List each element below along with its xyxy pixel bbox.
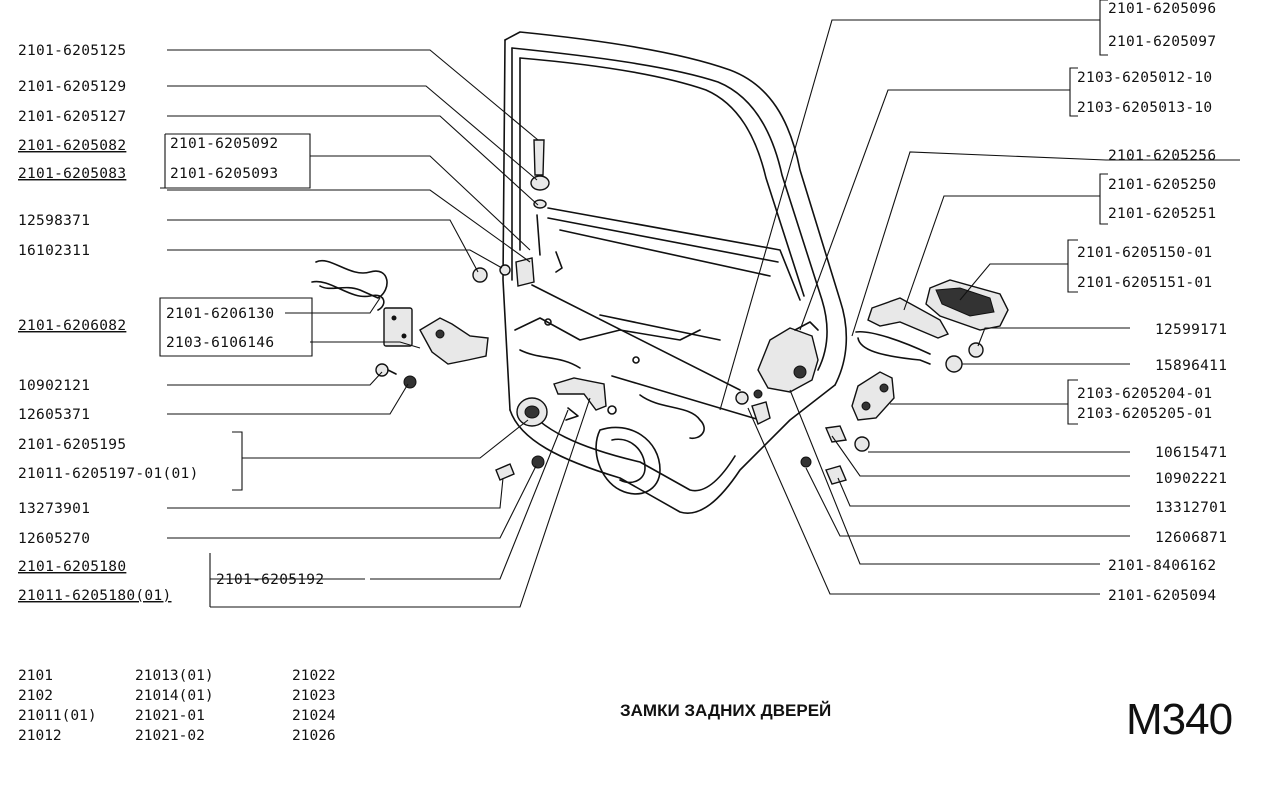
part-number: 2101-6205092 xyxy=(170,136,278,152)
part-number: 13273901 xyxy=(18,501,90,517)
model-item: 2101 xyxy=(18,668,53,684)
part-number: 2103-6205204-01 xyxy=(1077,386,1212,402)
part-number: 2103-6205205-01 xyxy=(1077,406,1212,422)
model-item: 21023 xyxy=(292,688,336,704)
part-number: 2101-6205097 xyxy=(1108,34,1216,50)
inner-lock xyxy=(375,307,489,389)
part-number: 10615471 xyxy=(1155,445,1227,461)
striker-plate xyxy=(851,371,895,421)
model-item: 21011(01) xyxy=(18,708,97,724)
striker-bolts xyxy=(800,425,870,485)
part-number: 12598371 xyxy=(18,213,90,229)
model-item: 21026 xyxy=(292,728,336,744)
handle-lever xyxy=(855,330,931,365)
part-number: 2101-8406162 xyxy=(1108,558,1216,574)
model-item: 21024 xyxy=(292,708,336,724)
part-number: 2101-6205150-01 xyxy=(1077,245,1212,261)
model-item: 21021-02 xyxy=(135,728,205,744)
part-number: 10902121 xyxy=(18,378,90,394)
part-number: 12605371 xyxy=(18,407,90,423)
part-number: 2101-6205256 xyxy=(1108,148,1216,164)
diagram-code: М340 xyxy=(1126,695,1232,744)
part-number: 2101-6205094 xyxy=(1108,588,1216,604)
model-item: 21012 xyxy=(18,728,62,744)
part-number: 2103-6106146 xyxy=(166,335,274,351)
model-list: 2101 2102 21011(01) 21012 21013(01) 2101… xyxy=(18,668,336,744)
part-number: 16102311 xyxy=(18,243,90,259)
part-number: 2101-6205195 xyxy=(18,437,126,453)
model-item: 2102 xyxy=(18,688,53,704)
part-number: 2101-6205125 xyxy=(18,43,126,59)
model-item: 21021-01 xyxy=(135,708,205,724)
diagram-title: ЗАМКИ ЗАДНИХ ДВЕРЕЙ xyxy=(620,701,831,720)
part-number: 15896411 xyxy=(1155,358,1227,374)
part-number: 2101-6205151-01 xyxy=(1077,275,1212,291)
model-item: 21014(01) xyxy=(135,688,214,704)
part-number: 2101-6206082 xyxy=(18,318,126,334)
part-number: 2101-6205180 xyxy=(18,559,126,575)
door-button-rod xyxy=(530,139,563,273)
part-number: 21011-6205197-01(01) xyxy=(18,466,199,482)
part-number: 2103-6205012-10 xyxy=(1077,70,1212,86)
model-item: 21022 xyxy=(292,668,336,684)
part-number: 2101-6205083 xyxy=(18,166,126,182)
part-number: 2101-6205251 xyxy=(1108,206,1216,222)
part-number: 2101-6205192 xyxy=(216,572,324,588)
part-number: 2101-6205250 xyxy=(1108,177,1216,193)
part-number: 2101-6205127 xyxy=(18,109,126,125)
part-number: 2101-6205129 xyxy=(18,79,126,95)
rod-guide xyxy=(472,257,741,391)
outer-handle xyxy=(925,279,1009,331)
outer-lock-assembly xyxy=(735,321,819,425)
part-number: 12605270 xyxy=(18,531,90,547)
part-number: 2101-6205093 xyxy=(170,166,278,182)
right-part-labels: 2101-6205096 2101-6205097 2103-6205012-1… xyxy=(1077,1,1227,604)
part-number: 2103-6205013-10 xyxy=(1077,100,1212,116)
part-number: 12606871 xyxy=(1155,530,1227,546)
part-number: 2101-6206130 xyxy=(166,306,274,322)
handle-nuts xyxy=(945,342,984,373)
lock-rod-spring xyxy=(311,259,388,311)
model-item: 21013(01) xyxy=(135,668,214,684)
inner-handle xyxy=(495,375,761,481)
part-number: 12599171 xyxy=(1155,322,1227,338)
part-number: 10902221 xyxy=(1155,471,1227,487)
leader-lines-left xyxy=(159,49,591,608)
part-number: 13312701 xyxy=(1155,500,1227,516)
part-number: 21011-6205180(01) xyxy=(18,588,172,604)
part-number: 2101-6205096 xyxy=(1108,1,1216,17)
door-frame-drawing xyxy=(502,31,848,514)
part-number: 2101-6205082 xyxy=(18,138,126,154)
leader-lines-right xyxy=(719,0,1240,595)
left-part-labels: 2101-6205125 2101-6205129 2101-6205127 2… xyxy=(18,43,324,604)
handle-bracket xyxy=(867,297,950,339)
